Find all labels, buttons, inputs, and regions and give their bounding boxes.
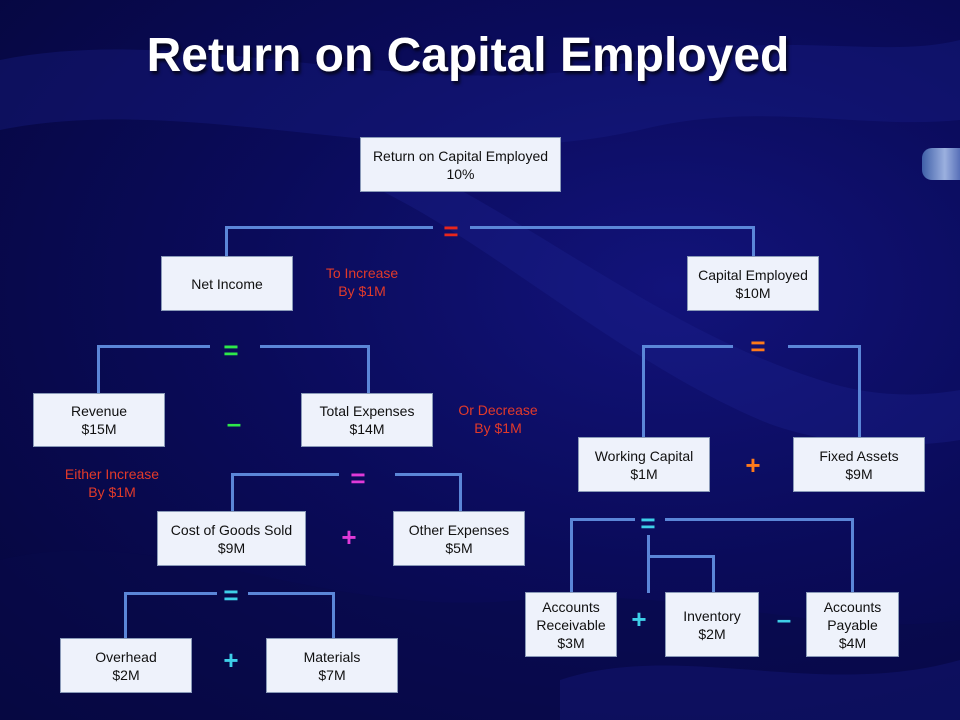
ni-connector-left	[97, 345, 210, 396]
wc-connector-middle	[647, 535, 715, 593]
box-overhead: Overhead $2M	[60, 638, 192, 693]
box-accounts-receivable-value: $3M	[557, 634, 585, 651]
box-net-income-label: Net Income	[191, 275, 263, 292]
box-roce: Return on Capital Employed 10%	[360, 137, 561, 192]
note-to-increase-line-1: To Increase	[325, 265, 399, 281]
ce-connector-left	[642, 345, 733, 440]
cogs-equals-operator: =	[223, 580, 239, 610]
ce-connector-right	[788, 345, 861, 440]
te-equals-operator: =	[350, 463, 366, 493]
box-capital-employed-label: Capital Employed	[698, 266, 808, 283]
corner-tab-decoration	[922, 148, 960, 180]
box-materials-value: $7M	[318, 666, 346, 683]
cogs-connector-right	[248, 592, 335, 641]
box-other-expenses: Other Expenses $5M	[393, 511, 525, 566]
box-accounts-receivable: Accounts Receivable $3M	[525, 592, 617, 657]
box-working-capital: Working Capital $1M	[578, 437, 710, 492]
box-cogs-label: Cost of Goods Sold	[170, 521, 293, 538]
box-fixed-assets-label: Fixed Assets	[819, 447, 899, 464]
cogs-connector-left	[124, 592, 217, 641]
roce-equals-operator: =	[443, 216, 459, 246]
slide-title: Return on Capital Employed	[146, 29, 790, 82]
note-either-increase: Either Increase By $1M	[52, 465, 172, 501]
box-fixed-assets: Fixed Assets $9M	[793, 437, 925, 492]
box-capital-employed-value: $10M	[735, 284, 771, 301]
wc-connector-right	[665, 518, 854, 595]
box-materials: Materials $7M	[266, 638, 398, 693]
box-inventory-label: Inventory	[683, 607, 741, 624]
note-to-increase-line-2: By $1M	[338, 283, 386, 299]
ni-equals-operator: =	[223, 335, 239, 365]
te-connector-right	[395, 473, 462, 514]
box-other-expenses-value: $5M	[445, 539, 473, 556]
box-materials-label: Materials	[303, 648, 361, 665]
wc-minus-operator: –	[776, 604, 792, 634]
box-total-expenses-label: Total Expenses	[319, 403, 415, 419]
box-overhead-label: Overhead	[95, 648, 157, 665]
box-capital-employed: Capital Employed $10M	[687, 256, 819, 311]
wc-connector-middle-bend	[647, 555, 715, 596]
note-or-decrease-line-1: Or Decrease	[458, 402, 538, 418]
note-or-decrease: Or Decrease By $1M	[448, 401, 548, 437]
box-total-expenses: Total Expenses $14M	[301, 393, 433, 447]
box-cogs-value: $9M	[217, 539, 246, 556]
box-cogs: Cost of Goods Sold $9M	[157, 511, 306, 566]
box-total-expenses-value: $14M	[349, 421, 385, 437]
box-working-capital-label: Working Capital	[594, 447, 694, 464]
cogs-plus-operator: +	[223, 645, 239, 675]
box-roce-label: Return on Capital Employed	[372, 147, 549, 164]
note-to-increase: To Increase By $1M	[312, 264, 412, 300]
note-either-increase-line-1: Either Increase	[64, 466, 160, 482]
box-accounts-payable-label-1: Accounts	[823, 598, 882, 615]
note-either-increase-line-2: By $1M	[88, 484, 136, 500]
box-net-income: Net Income	[161, 256, 293, 311]
roce-connector-right	[470, 226, 755, 259]
box-accounts-receivable-label-2: Receivable	[536, 616, 606, 633]
ni-minus-operator: –	[226, 408, 242, 438]
ce-plus-operator: +	[745, 450, 761, 480]
te-plus-operator: +	[341, 522, 357, 552]
box-fixed-assets-value: $9M	[845, 465, 873, 482]
box-revenue: Revenue $15M	[33, 393, 165, 447]
roce-connector-left	[225, 226, 433, 259]
ce-equals-operator: =	[750, 331, 766, 361]
te-connector-left	[231, 473, 339, 514]
box-revenue-value: $15M	[81, 421, 117, 437]
wc-plus-operator: +	[631, 604, 647, 634]
box-inventory: Inventory $2M	[665, 592, 759, 657]
ni-connector-right	[260, 345, 370, 396]
box-accounts-payable: Accounts Payable $4M	[806, 592, 899, 657]
box-accounts-payable-label-2: Payable	[827, 616, 878, 633]
box-roce-value: 10%	[446, 165, 475, 182]
box-inventory-value: $2M	[698, 625, 726, 642]
box-working-capital-value: $1M	[630, 465, 658, 482]
wc-connector-left	[570, 518, 635, 595]
box-overhead-value: $2M	[112, 666, 140, 683]
note-or-decrease-line-2: By $1M	[474, 420, 522, 436]
box-revenue-label: Revenue	[70, 403, 128, 419]
box-accounts-payable-value: $4M	[838, 634, 867, 651]
box-other-expenses-label: Other Expenses	[408, 521, 510, 538]
wc-equals-operator: =	[640, 508, 656, 538]
box-accounts-receivable-label-1: Accounts	[542, 598, 600, 615]
